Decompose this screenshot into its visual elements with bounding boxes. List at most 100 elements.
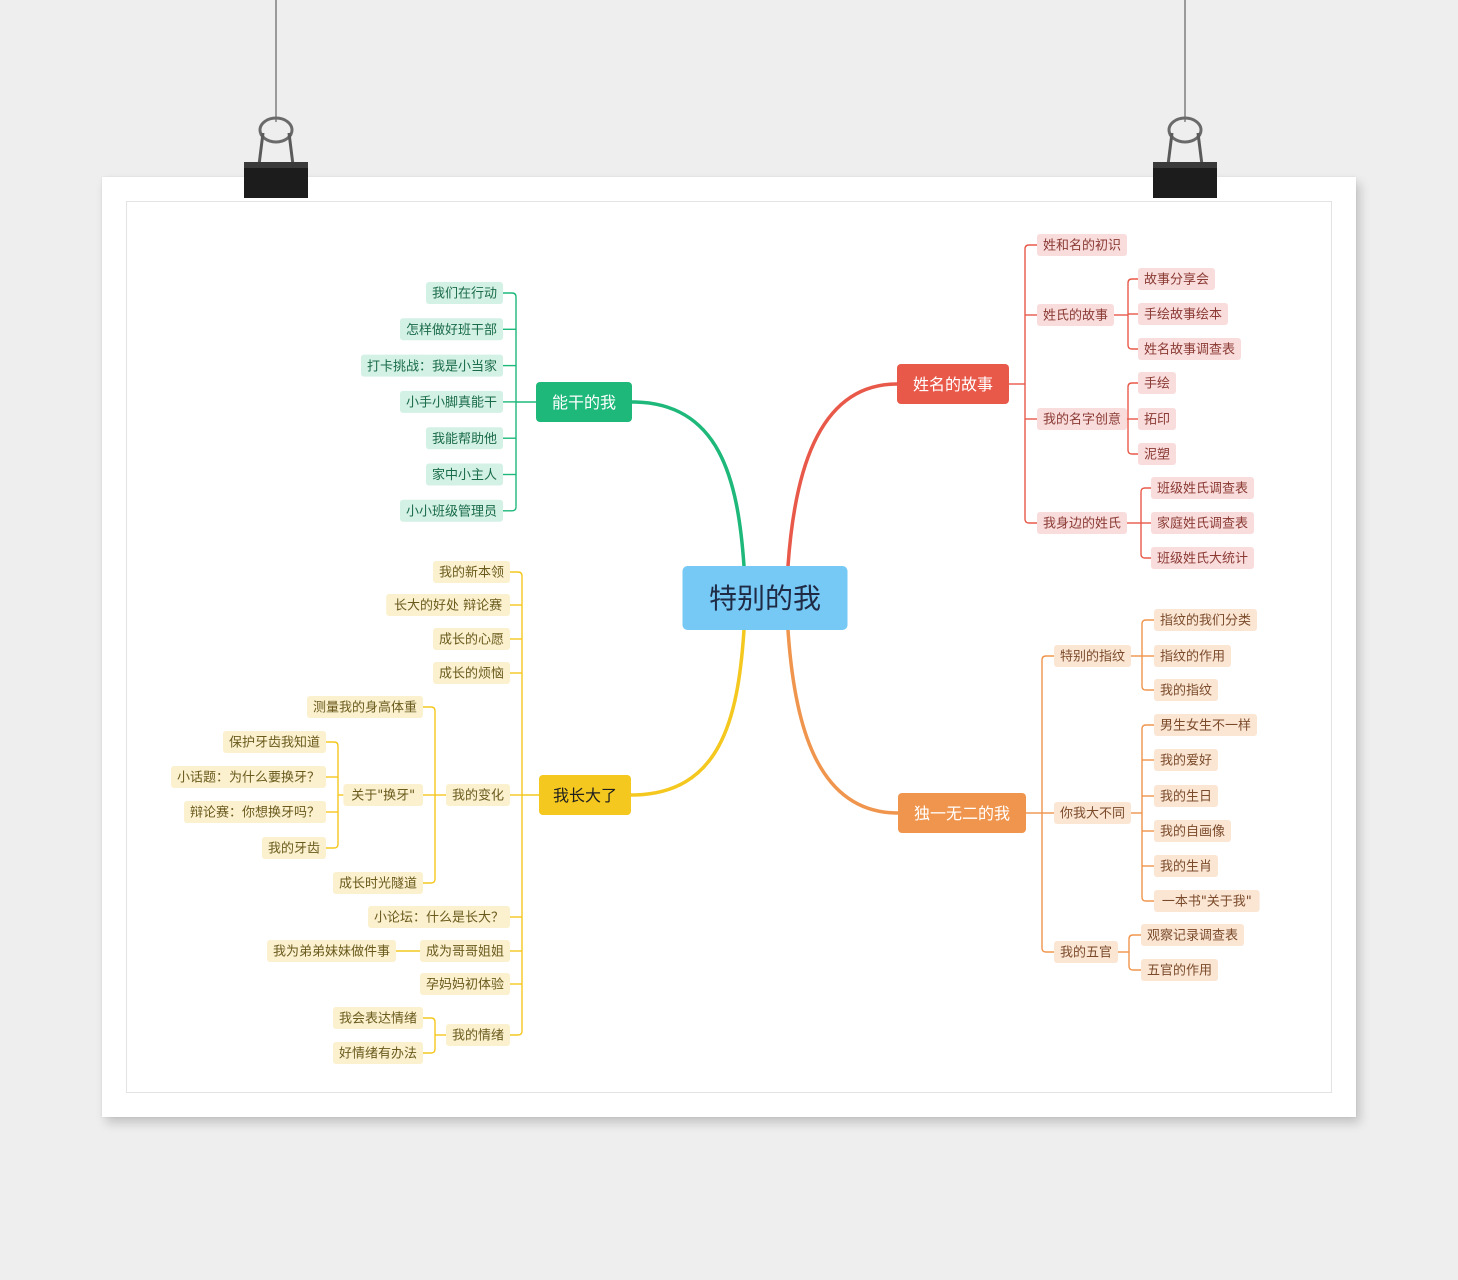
xingming-item-0-box (1037, 234, 1127, 256)
zhangda-item-6-box (420, 940, 510, 962)
nenggan-item-4-box (426, 427, 503, 450)
connector-center-zhangda (629, 628, 746, 797)
duyi-item-1: 你我大不同 (1054, 802, 1131, 824)
zhangda-change-1-box (343, 784, 423, 806)
xingming-item-3-child-1: 家庭姓氏调查表 (1151, 512, 1254, 534)
nenggan-item-4: 我能帮助他 (426, 427, 503, 450)
zhangda-emotion-0: 我会表达情绪 (333, 1007, 423, 1029)
xingming-item-2-child-2-box (1138, 443, 1176, 465)
branch-xingming: 姓名的故事 (897, 364, 1009, 404)
duyi-item-1-box (1054, 802, 1131, 824)
zhangda-sibling-0: 我为弟弟妹妹做件事 (267, 940, 396, 962)
mind-map-connectors (326, 244, 1154, 1054)
branch-nenggan: 能干的我 (536, 382, 632, 422)
zhangda-tooth-0-box (223, 731, 326, 753)
mind-map-nodes: 特别的我能干的我我们在行动怎样做好班干部打卡挑战：我是小当家小手小脚真能干我能帮… (171, 234, 1260, 1064)
duyi-item-1-child-5: 一本书"关于我" (1154, 890, 1260, 912)
zhangda-change-0: 测量我的身高体重 (307, 696, 423, 718)
zhangda-tooth-bracket-link-0 (326, 741, 339, 747)
connector-center-duyi (786, 628, 900, 815)
xingming-item-1-child-1: 手绘故事绘本 (1138, 303, 1228, 325)
xingming-item-3: 我身边的姓氏 (1037, 512, 1127, 534)
center-node-label: 特别的我 (709, 582, 821, 615)
nenggan-item-6-box (400, 499, 503, 522)
zhangda-tooth-1: 小话题：为什么要换牙？ (171, 766, 326, 788)
nenggan-item-1-box (400, 318, 503, 341)
zhangda-emotion-bracket-link-1 (423, 1048, 436, 1054)
zhangda-tooth-2: 辩论赛：你想换牙吗？ (184, 801, 326, 823)
xingming-bracket-3-link-0 (1140, 487, 1151, 493)
nenggan-item-2-box (361, 354, 503, 377)
xingming-bracket-3-link-2 (1140, 553, 1151, 559)
duyi-item-0-box (1054, 645, 1131, 667)
branch-zhangda-box (539, 775, 631, 815)
zhangda-tooth-3: 我的牙齿 (262, 837, 326, 859)
zhangda-tooth-0: 保护牙齿我知道 (223, 731, 326, 753)
duyi-item-0-child-0-box (1154, 609, 1257, 631)
duyi-item-1-child-1: 我的爱好 (1154, 749, 1218, 771)
zhangda-change-0-box (307, 696, 423, 718)
zhangda-item-1-box (386, 594, 510, 616)
xingming-bracket-link-0 (1024, 244, 1037, 250)
nenggan-item-2: 打卡挑战：我是小当家 (361, 354, 503, 377)
duyi-item-1-child-0: 男生女生不一样 (1154, 714, 1257, 736)
duyi-bracket-link-2 (1041, 947, 1054, 953)
xingming-item-2-child-0-box (1138, 372, 1176, 394)
duyi-bracket-1-link-5 (1141, 896, 1154, 902)
nenggan-item-1: 怎样做好班干部 (400, 318, 503, 341)
duyi-item-1-child-3-box (1154, 820, 1231, 842)
nenggan-item-0: 我们在行动 (426, 282, 503, 304)
branch-nenggan-box (536, 382, 632, 422)
zhangda-sibling-0-box (267, 940, 396, 962)
nenggan-item-0-box (426, 282, 503, 304)
duyi-bracket-1-link-0 (1141, 724, 1154, 730)
duyi-item-1-child-2: 我的生日 (1154, 785, 1218, 807)
duyi-item-1-child-2-box (1154, 785, 1218, 807)
duyi-item-1-child-4-box (1154, 855, 1218, 877)
connector-center-xingming (786, 382, 899, 568)
duyi-item-2-child-1-box (1141, 959, 1218, 981)
zhangda-item-2-box (433, 628, 510, 650)
zhangda-item-5-box (368, 906, 510, 928)
zhangda-change-2: 成长时光隧道 (333, 872, 423, 894)
zhangda-item-5: 小论坛：什么是长大？ (368, 906, 510, 928)
zhangda-item-8: 我的情绪 (446, 1024, 510, 1046)
xingming-item-3-box (1037, 512, 1127, 534)
zhangda-item-4-box (446, 784, 510, 806)
duyi-item-2-box (1054, 941, 1118, 963)
xingming-item-2-box (1037, 408, 1127, 430)
xingming-item-2: 我的名字创意 (1037, 408, 1127, 430)
duyi-item-0-child-1-box (1154, 645, 1231, 667)
duyi-item-0-child-0: 指纹的我们分类 (1154, 609, 1257, 631)
nenggan-item-6: 小小班级管理员 (400, 499, 503, 522)
zhangda-item-2: 成长的心愿 (433, 628, 510, 650)
xingming-item-1-child-2: 姓名故事调查表 (1138, 338, 1241, 360)
zhangda-change-2-box (333, 872, 423, 894)
duyi-item-1-child-3: 我的自画像 (1154, 820, 1231, 842)
xingming-item-2-child-1-box (1138, 408, 1176, 430)
xingming-item-2-child-1: 拓印 (1138, 408, 1176, 430)
branch-duyi-box (898, 793, 1026, 833)
xingming-bracket-1-link-0 (1127, 278, 1138, 284)
binder-clip-right-icon (1153, 0, 1217, 198)
zhangda-tooth-1-box (171, 766, 326, 788)
nenggan-item-5: 家中小主人 (426, 463, 503, 486)
xingming-item-1: 姓氏的故事 (1037, 304, 1114, 326)
zhangda-tooth-3-box (262, 837, 326, 859)
duyi-bracket-link-0 (1041, 655, 1054, 661)
zhangda-item-3-box (433, 662, 510, 684)
zhangda-item-0-box (433, 561, 510, 583)
zhangda-item-6: 成为哥哥姐姐 (420, 940, 510, 962)
zhangda-item-0: 我的新本领 (433, 561, 510, 583)
zhangda-emotion-1: 好情绪有办法 (333, 1042, 423, 1064)
duyi-item-1-child-0-box (1154, 714, 1257, 736)
poster-border (126, 201, 1332, 1093)
zhangda-change-bracket-link-2 (423, 878, 436, 884)
xingming-bracket-1-link-2 (1127, 344, 1138, 350)
duyi-bracket-0-link-0 (1141, 619, 1154, 625)
xingming-item-3-child-0-box (1151, 477, 1254, 499)
zhangda-emotion-bracket-link-0 (423, 1017, 436, 1023)
xingming-item-2-child-0: 手绘 (1138, 372, 1176, 394)
xingming-item-1-child-0-box (1138, 268, 1215, 290)
